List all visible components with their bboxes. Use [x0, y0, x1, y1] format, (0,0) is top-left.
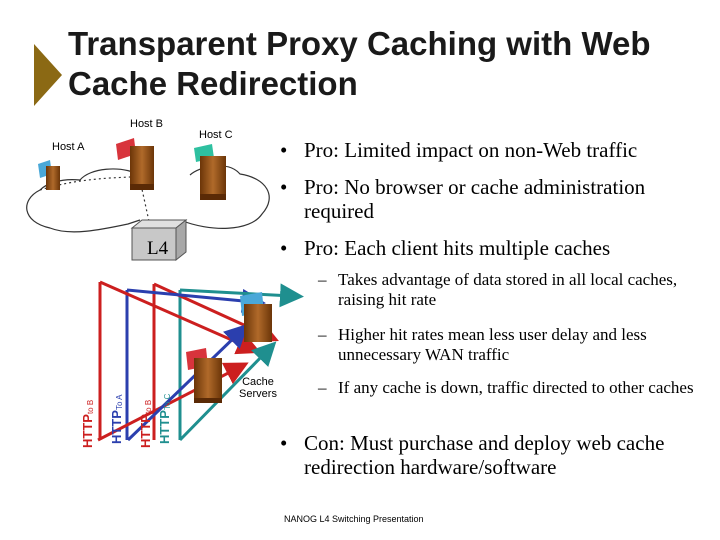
host-a-label: Host A	[52, 141, 85, 153]
host-b-label: Host B	[130, 118, 164, 130]
sub-bullet-item: –Higher hit rates mean less user delay a…	[318, 325, 647, 364]
cache-servers-label: Cache Servers	[239, 376, 277, 400]
cache-server-1-icon	[240, 292, 272, 342]
host-c-icon	[194, 144, 226, 200]
bullet-item: •Pro: Limited impact on non-Web traffic	[280, 138, 638, 162]
l4-switch-label: L4	[147, 238, 169, 259]
title-marker-icon	[34, 44, 62, 106]
sub-bullet-item: –If any cache is down, traffic directed …	[318, 378, 694, 397]
sub-bullet-item: –Takes advantage of data stored in all l…	[318, 270, 678, 309]
host-c-label: Host C	[199, 129, 233, 141]
flow-label-http-to-a: HTTPTo A	[109, 394, 124, 444]
host-a-icon	[38, 160, 60, 190]
bullet-item: •Con: Must purchase and deploy web cache…	[280, 431, 665, 479]
flow-label-http-to-b-2: HTTPto B	[138, 399, 153, 448]
flow-label-http-to-b-1: HTTPto B	[80, 399, 95, 448]
page-title: Transparent Proxy Caching with Web Cache…	[68, 25, 651, 102]
flow-label-http-to-c: HTTPTo C	[157, 393, 172, 444]
bullet-item: •Pro: Each client hits multiple caches	[280, 236, 611, 260]
footer-text: NANOG L4 Switching Presentation	[284, 514, 424, 524]
l4-switch-icon	[130, 218, 188, 262]
host-b-icon	[116, 138, 154, 190]
cache-server-2-icon	[186, 348, 222, 403]
bullet-item: •Pro: No browser or cache administration…	[280, 175, 646, 223]
